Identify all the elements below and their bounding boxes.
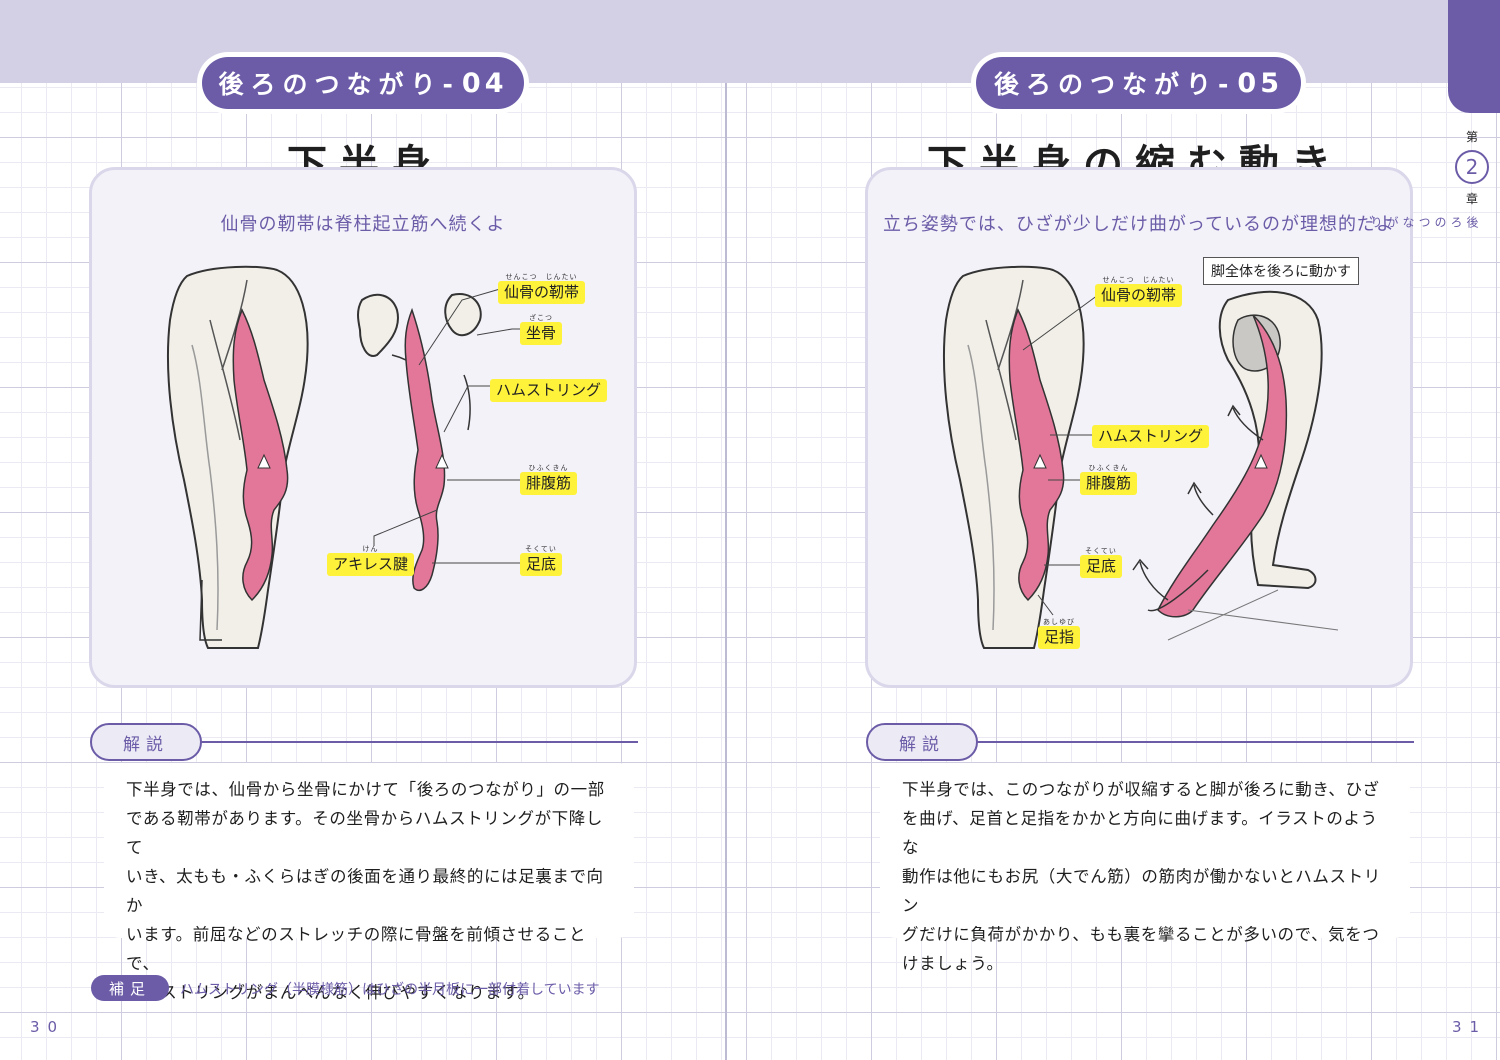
label-sole-left: そくてい足底 — [520, 545, 563, 576]
motion-note: 脚全体を後ろに動かす — [1203, 257, 1359, 285]
kaisetsu-pill-right: 解説 — [866, 723, 978, 761]
label-toes: あしゆび足指 — [1038, 618, 1081, 649]
section-number: 05 — [1237, 67, 1283, 99]
chapter-name: 後ろのつながり — [1369, 216, 1479, 230]
label-gastrocnemius-right: ひふくきん腓腹筋 — [1080, 464, 1138, 495]
hamstring-motion-illustration — [942, 265, 1339, 649]
body-line: ハムストリングがまんべんなく伸びやすくなります。 — [126, 983, 535, 1002]
label-gastrocnemius-left: ひふくきん腓腹筋 — [520, 464, 578, 495]
kaisetsu-line-left — [200, 741, 638, 743]
hosoku-pill: 補足 — [91, 975, 169, 1001]
body-line: である靭帯があります。その坐骨からハムストリングが下降して — [126, 809, 603, 857]
label-hamstring-right: ハムストリング — [1092, 425, 1210, 448]
label-achilles: けんアキレス腱 — [327, 545, 415, 576]
panel-caption-left: 仙骨の靭帯は脊柱起立筋へ続くよ — [220, 214, 506, 235]
label-sacral-ligament-left: せんこつ じんたい仙骨の靭帯 — [498, 273, 586, 304]
label-sole-right: そくてい足底 — [1080, 547, 1123, 578]
body-line: 動作は他にもお尻（大でん筋）の筋肉が働かないとハムストリン — [902, 867, 1381, 915]
body-line: います。前屈などのストレッチの際に骨盤を前傾させることで、 — [126, 925, 587, 973]
body-line: 下半身では、このつながりが収縮すると脚が後ろに動き、ひざ — [902, 780, 1380, 799]
body-line: 下半身では、仙骨から坐骨にかけて「後ろのつながり」の一部 — [126, 780, 605, 799]
chapter-sho: 章 — [1465, 192, 1478, 206]
spread-divider — [725, 83, 727, 1060]
label-hamstring-left: ハムストリング — [490, 379, 608, 402]
hamstring-anatomy-illustration — [166, 265, 524, 649]
kaisetsu-body-right: 下半身では、このつながりが収縮すると脚が後ろに動き、ひざ を曲げ、足首と足指をか… — [880, 763, 1410, 973]
section-label: 後ろのつながり- — [994, 70, 1236, 99]
section-pill-right: 後ろのつながり-05 — [976, 57, 1301, 109]
page-number-left: 30 — [30, 1018, 66, 1036]
section-label: 後ろのつながり- — [218, 70, 460, 99]
section-number: 04 — [461, 67, 508, 99]
kaisetsu-pill-left: 解説 — [90, 723, 202, 761]
chapter-tab — [1448, 0, 1500, 113]
body-line: いき、太もも・ふくらはぎの後面を通り最終的には足裏まで向か — [126, 867, 604, 915]
illustration-panel-right: 立ち姿勢では、ひざが少しだけ曲がっているのが理想的だよ 脚全体を後ろに動かす せ… — [865, 167, 1413, 688]
body-line: を曲げ、足首と足指をかかと方向に曲げます。イラストのような — [902, 809, 1378, 857]
label-ischium: ざこつ坐骨 — [520, 314, 563, 345]
chapter-number-circle: 2 — [1455, 150, 1489, 184]
page-number-right: 31 — [1452, 1018, 1488, 1036]
label-sacral-ligament-right: せんこつ じんたい仙骨の靭帯 — [1095, 276, 1183, 307]
kaisetsu-line-right — [976, 741, 1414, 743]
panel-caption-right: 立ち姿勢では、ひざが少しだけ曲がっているのが理想的だよ — [882, 214, 1396, 235]
hosoku-text: ハムストリング（半膜様筋）はひざの半月板に一部付着しています — [180, 982, 600, 998]
body-line: けましょう。 — [902, 954, 1004, 973]
chapter-dai: 第 — [1465, 130, 1478, 144]
section-pill-left: 後ろのつながり-04 — [202, 57, 524, 109]
body-line: グだけに負荷がかかり、もも裏を攣ることが多いので、気をつ — [902, 925, 1380, 944]
kaisetsu-body-left: 下半身では、仙骨から坐骨にかけて「後ろのつながり」の一部 である靭帯があります。… — [104, 763, 634, 1002]
illustration-panel-left: 仙骨の靭帯は脊柱起立筋へ続くよ せんこつ じんたい仙骨の靭帯 ざこつ坐骨 ハムス… — [89, 167, 637, 688]
